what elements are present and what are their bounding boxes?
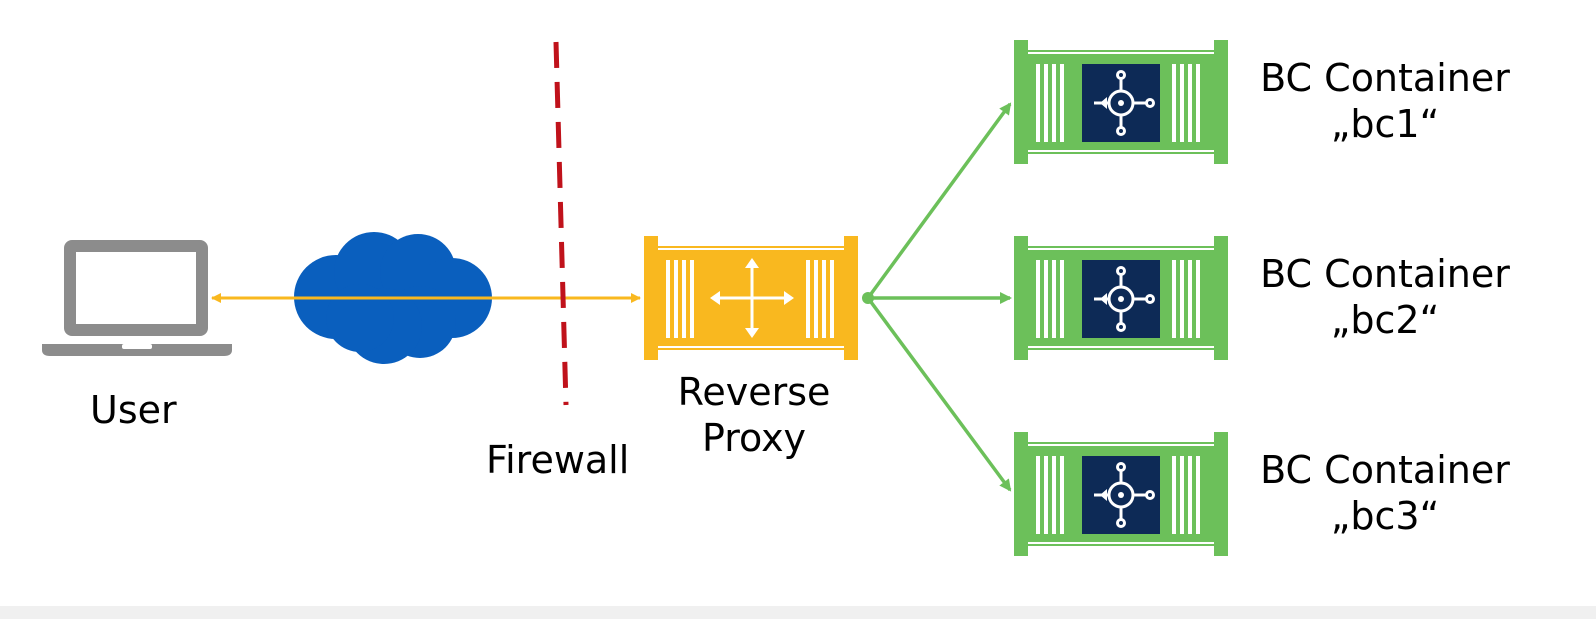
- bc-container-label-2-line2: „bc2“: [1330, 297, 1440, 342]
- proxy-to-bc-arrows: [862, 102, 1012, 492]
- business-central-icon: [1082, 260, 1160, 338]
- firewall-line: [553, 41, 569, 406]
- user-label: User: [90, 388, 177, 432]
- laptop-icon: [42, 240, 232, 356]
- bottom-divider: [0, 606, 1596, 619]
- business-central-icon: [1082, 456, 1160, 534]
- bc-container-label-1: BC Container „bc1“: [1240, 56, 1530, 147]
- cloud-icon: [294, 232, 492, 364]
- bc-container-label-1-line1: BC Container: [1260, 56, 1510, 100]
- firewall-label: Firewall: [486, 438, 630, 482]
- reverse-proxy-label: Reverse Proxy: [664, 370, 844, 461]
- bc-container-label-1-line2: „bc1“: [1330, 101, 1440, 146]
- business-central-icon: [1082, 64, 1160, 142]
- bc-container-label-3-line1: BC Container: [1260, 448, 1510, 492]
- bc-container-label-3: BC Container „bc3“: [1240, 448, 1530, 539]
- bc-container-label-3-line2: „bc3“: [1330, 493, 1440, 538]
- reverse-proxy-label-line1: Reverse: [677, 370, 831, 414]
- bc-container-3: [1014, 432, 1228, 556]
- reverse-proxy-container: [644, 236, 858, 360]
- bc-container-2: [1014, 236, 1228, 360]
- bc-container-label-2-line1: BC Container: [1260, 252, 1510, 296]
- reverse-proxy-label-line2: Proxy: [701, 415, 807, 460]
- move-arrows-icon: [710, 258, 794, 338]
- bc-container-label-2: BC Container „bc2“: [1240, 252, 1530, 343]
- bc-container-1: [1014, 40, 1228, 164]
